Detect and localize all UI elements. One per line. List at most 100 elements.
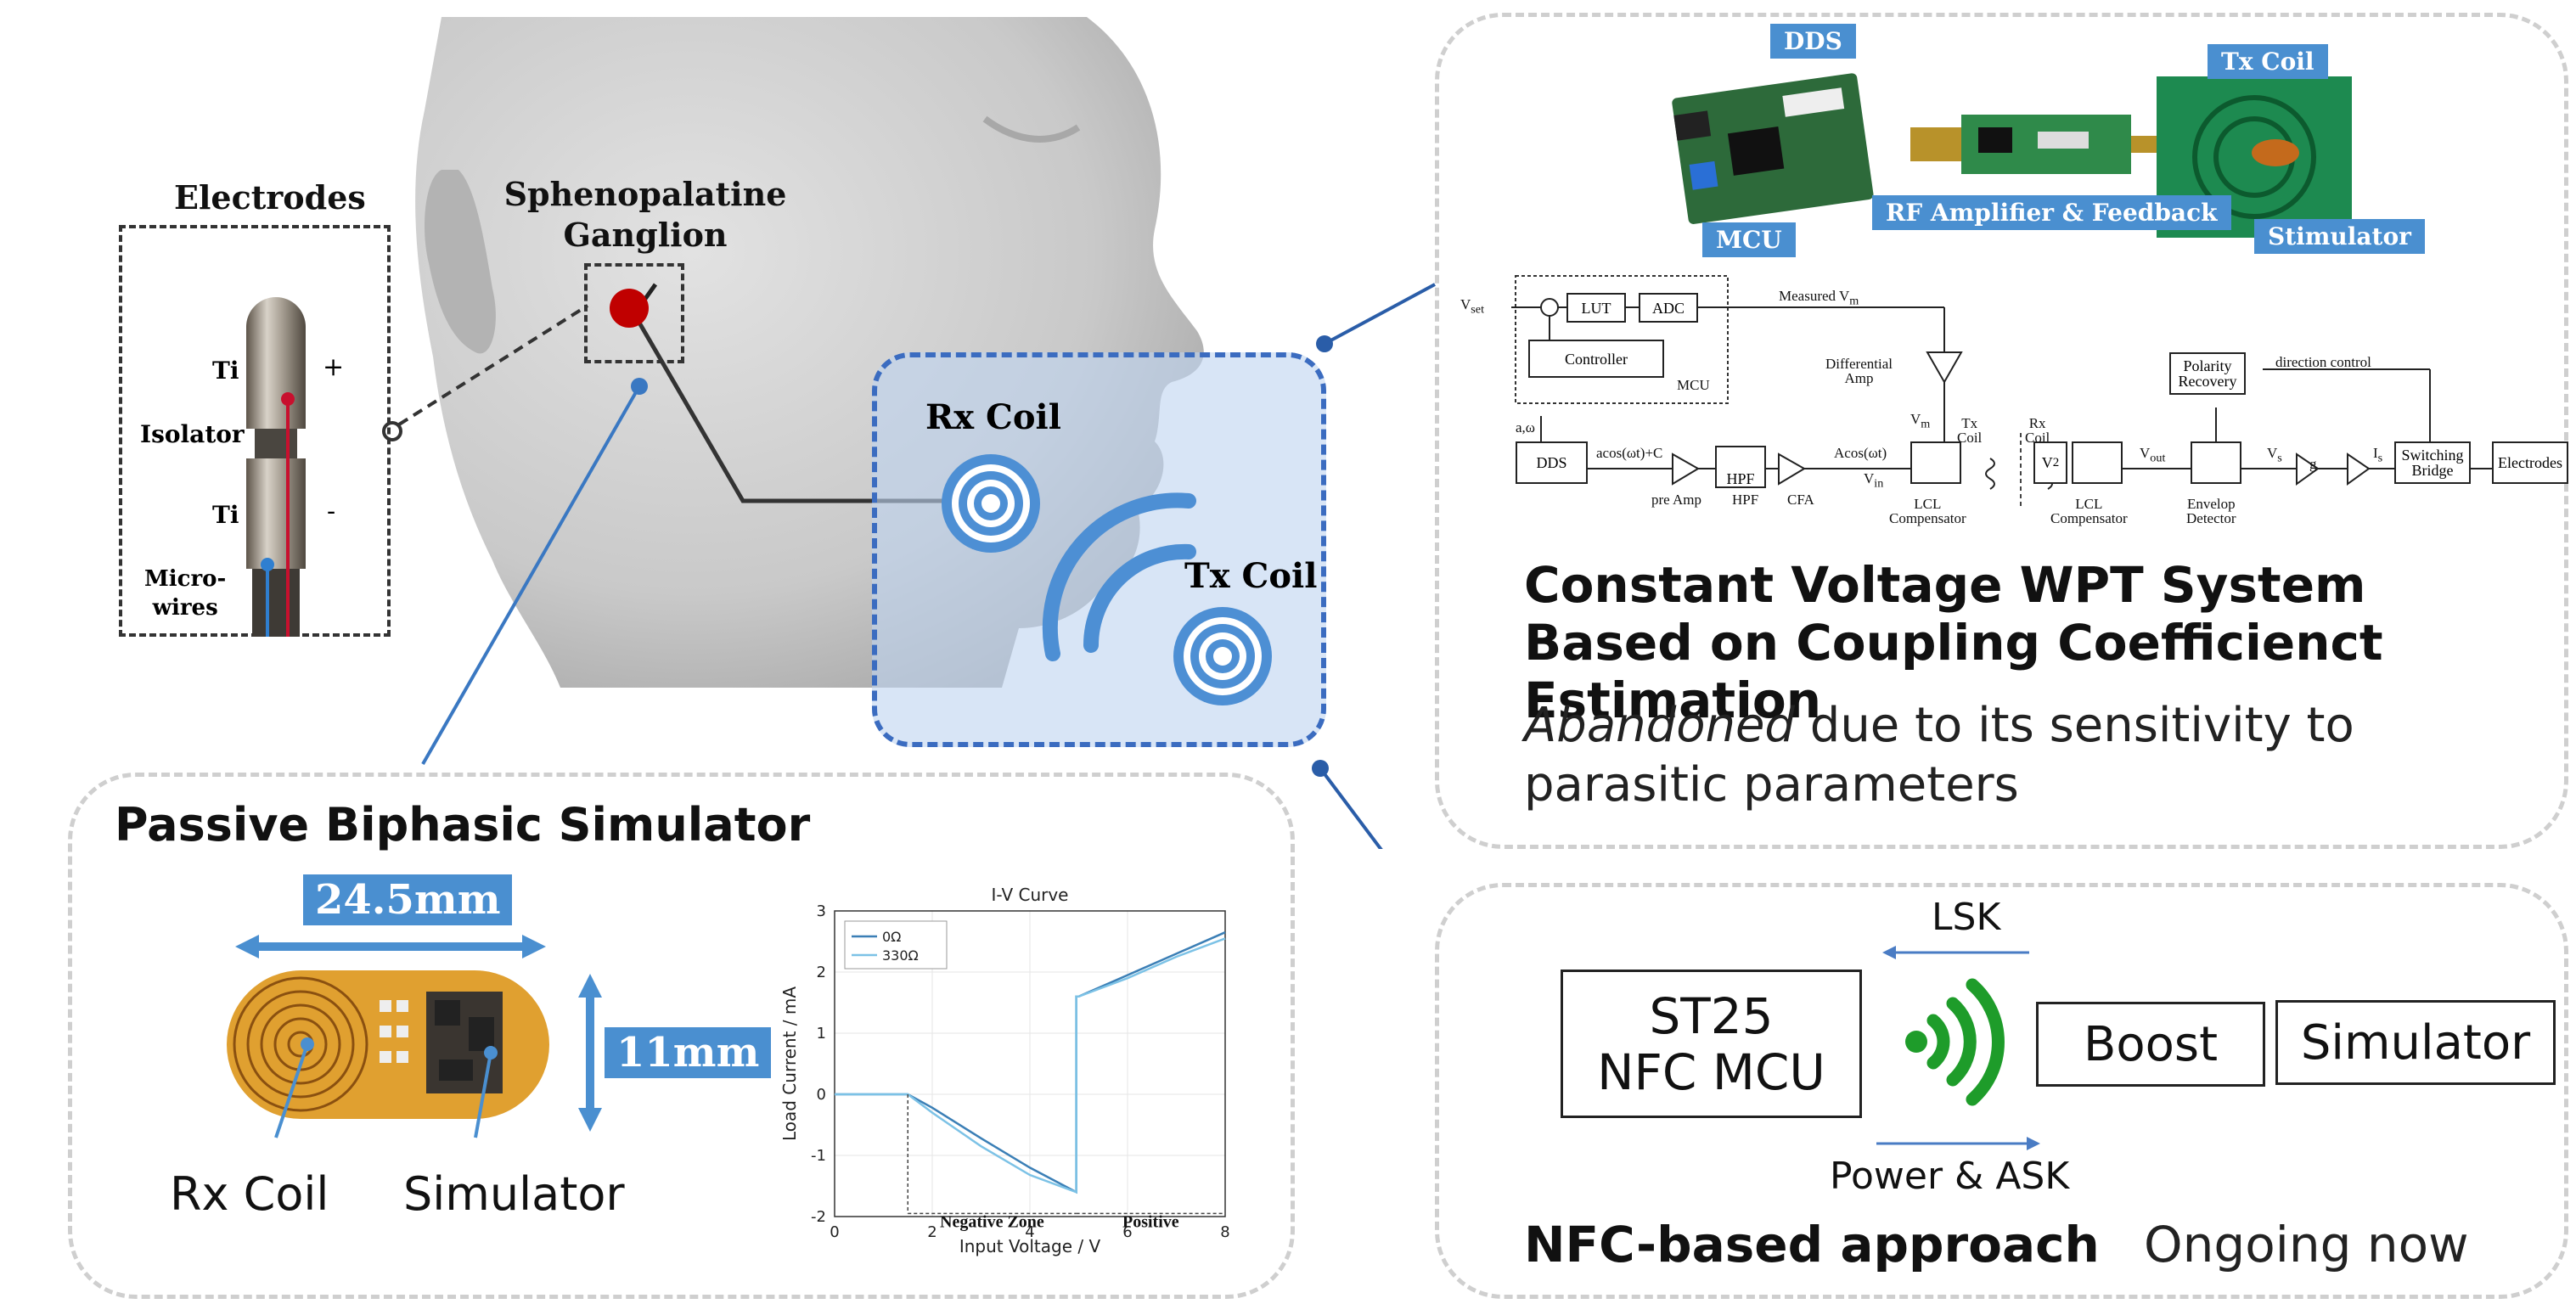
chart-xlabel: Input Voltage / V [959, 1236, 1101, 1256]
chart-ytick-label: 2 [817, 964, 826, 981]
bd-dds: DDS [1516, 441, 1588, 484]
bd-mcu: MCU [1677, 377, 1710, 393]
chart-title: I-V Curve [992, 885, 1069, 905]
power-arrow [1876, 1137, 2040, 1150]
wpt-block-diagram-lines [1511, 275, 2492, 509]
rx-coil-icon [942, 454, 1040, 553]
wpt-desc-rest: due to its sensitivity to parasitic para… [1524, 698, 2354, 812]
bd-vm: Vm [1910, 411, 1931, 431]
st25-nfc-mcu-box: ST25 NFC MCU [1561, 970, 1862, 1118]
ti-top-label: Ti [212, 357, 239, 385]
height-dim-tag: 11mm [605, 1027, 772, 1078]
chart-plot-frame [834, 910, 1226, 1217]
bd-vs: Vs [2267, 445, 2282, 465]
isolator-label: Isolator [140, 420, 245, 448]
stimulator-pcb [227, 970, 549, 1119]
power-ask-label: Power & ASK [1830, 1155, 2070, 1198]
ganglion-dot [610, 289, 649, 328]
bd-envelop [2191, 441, 2241, 484]
nfc-status: Ongoing now [2144, 1216, 2469, 1273]
mcu-line2: NFC MCU [1597, 1043, 1825, 1101]
plus-label: + [323, 352, 345, 382]
mcu-line1: ST25 [1649, 986, 1774, 1045]
wireless-waves-icon [1042, 492, 1196, 661]
lsk-label: LSK [1932, 896, 2001, 939]
nfc-approach-title: NFC-based approach [1524, 1216, 2100, 1273]
boost-box: Boost [2036, 1002, 2265, 1087]
tx-coil-icon [1173, 607, 1272, 705]
bd-pre-amp: pre Amp [1651, 492, 1702, 508]
chart-ytick-label: 0 [817, 1086, 826, 1104]
bd-direction: direction control [2275, 354, 2371, 370]
tag-tx-coil: Tx Coil [2208, 44, 2328, 79]
stim-panel [68, 773, 1295, 1299]
bd-hpf-label: HPF [1732, 492, 1759, 508]
chart-ytick-label: 1 [817, 1025, 826, 1043]
bd-adc: ADC [1639, 293, 1698, 323]
stim-simulator-label: Simulator [403, 1167, 625, 1221]
bd-acos-c: acos(ωt)+C [1596, 445, 1663, 461]
stim-title: Passive Biphasic Simulator [115, 798, 811, 852]
chart-ytick-label: -2 [811, 1208, 826, 1226]
nfc-wireless-icon [1905, 978, 2005, 1106]
tag-dds: DDS [1770, 24, 1856, 59]
height-dim-arrow [578, 974, 602, 1132]
rx-coil-label: Rx Coil [925, 397, 1061, 437]
ti-bottom-label: Ti [212, 501, 239, 529]
bd-hpf: HPF [1715, 446, 1766, 488]
chart-xtick-label: 2 [927, 1223, 936, 1241]
chart-legend-label: 330Ω [882, 947, 919, 964]
bd-g: g [2309, 456, 2317, 472]
chart-legend-box [844, 920, 948, 970]
bd-lcl1 [1910, 441, 1961, 484]
bd-vin: Vin [1864, 470, 1884, 491]
chart-ytick-label: 3 [817, 902, 826, 920]
bd-a-omega: a,ω [1516, 419, 1535, 436]
nfc-panel [1435, 883, 2568, 1299]
chart-xtick-label: 6 [1122, 1223, 1132, 1241]
bd-controller: Controller [1528, 340, 1664, 378]
width-dim-arrow [235, 935, 546, 958]
chart-xtick-label: 4 [1025, 1223, 1034, 1241]
chart-xtick-label: 0 [830, 1223, 839, 1241]
wpt-description: Abandoned due to its sensitivity to para… [1524, 696, 2458, 815]
stim-pointer-lines [274, 1037, 498, 1138]
bd-cfa: CFA [1787, 492, 1814, 508]
bd-vout: Vout [2140, 445, 2166, 465]
bd-is: Is [2373, 445, 2383, 465]
electrode-probe [246, 297, 306, 637]
chart-ytick-label: -1 [811, 1147, 826, 1165]
electrodes-title: Electrodes [174, 178, 366, 216]
wpt-panel [1435, 13, 2568, 849]
tag-rf-amplifier: RF Amplifier & Feedback [1872, 195, 2231, 230]
lsk-arrow [1882, 946, 2029, 959]
bd-lut: LUT [1566, 293, 1626, 323]
tx-coil-label: Tx Coil [1184, 556, 1318, 596]
wpt-title: Constant Voltage WPT System Based on Cou… [1524, 556, 2383, 729]
chart-annotation-negative: Negative Zone [940, 1212, 1044, 1231]
chart-legend-label: 0Ω [882, 929, 901, 945]
minus-label: - [327, 497, 336, 526]
chart-ylabel: Load Current / mA [779, 986, 800, 1141]
bd-acos: Acos(ωt) [1834, 445, 1887, 461]
ganglion-box [584, 263, 684, 363]
wpt-desc-emphasis: Abandoned [1524, 698, 1795, 753]
wpt-hardware-photo [1672, 73, 2352, 238]
width-dim-tag: 24.5mm [303, 874, 513, 925]
simulator-box: Simulator [2275, 1000, 2556, 1085]
tag-mcu: MCU [1702, 222, 1796, 257]
bd-lcl2 [2072, 441, 2123, 484]
chart-xtick-label: 8 [1220, 1223, 1229, 1241]
bd-electrodes: Electrodes [2492, 441, 2568, 484]
bd-vset: Vset [1460, 296, 1485, 317]
